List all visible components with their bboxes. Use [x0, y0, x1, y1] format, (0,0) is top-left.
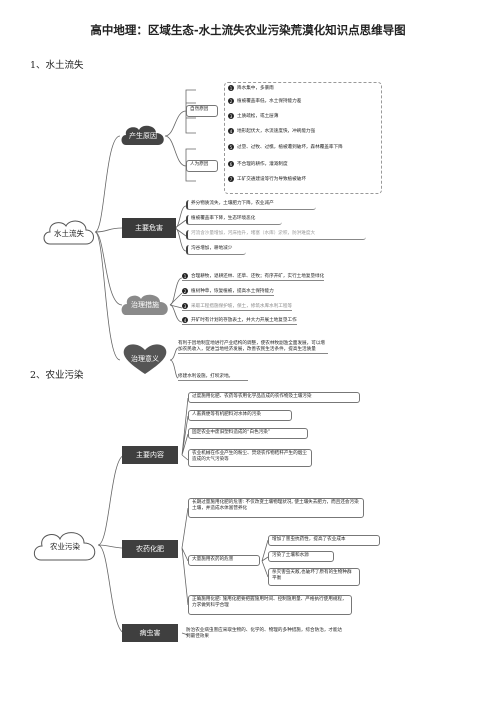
cloud-shape-icon	[43, 220, 94, 245]
section-heading-1: 1、水土流失	[30, 60, 84, 71]
number-circle-icon: 1	[228, 85, 234, 91]
number-circle-icon: 2	[182, 288, 188, 294]
soil-erosion-root-label: 水土流失	[54, 228, 84, 238]
number-circle-icon: 6	[228, 161, 234, 167]
content-node: 主要内容	[122, 446, 178, 464]
harm-label: 主要危害	[135, 224, 163, 232]
section-heading-2: 2、农业污染	[30, 370, 84, 381]
cloud-shape-icon	[33, 532, 96, 561]
harm-item-1: 养分物质流失，土壤肥力下降，农业减产	[186, 200, 316, 210]
measures-label: 治理措施	[131, 301, 159, 309]
cause-label: 产生原因	[129, 132, 157, 140]
harm-item-2: 植被覆盖率下降，生态环境恶化	[186, 215, 282, 225]
number-circle-icon: 3	[228, 113, 234, 119]
harm-node: 主要危害	[122, 218, 176, 238]
measures-node: 治理措施	[120, 292, 170, 318]
pesticide-sub-2: 污染了土壤和水源	[268, 551, 334, 562]
pesticide-node: 农药化肥	[122, 540, 178, 558]
cause-item-text: 植被覆盖率低，水土保持能力差	[237, 99, 302, 104]
cause-item-text: 工矿交通建设等行为导致植被破坏	[237, 177, 306, 182]
pesticide-sub-1: 增加了害虫抗药性，提高了农业成本	[268, 535, 380, 546]
measures-item-text: 开矿时有计划的存放表土，并大力开展土地复垦工作	[191, 318, 297, 323]
cloud-shape-icon	[121, 125, 164, 145]
number-circle-icon: 4	[228, 128, 234, 134]
cause-item-text: 地形起伏大，水流速度快，冲刷能力强	[237, 129, 316, 134]
pesticide-correct-box: 正确施用化肥: 施用化肥要把握施用时间、控制施用量、严格执行使用规程，力求做到科…	[188, 595, 352, 615]
measures-item-text: 植树种草，恢复植被，提高水土保持能力	[191, 289, 274, 294]
pesticide-label: 农药化肥	[136, 545, 164, 553]
heart-shape-icon	[123, 344, 167, 374]
agri-pollution-root: 农业污染	[32, 528, 98, 564]
meaning-label: 治理意义	[131, 355, 159, 363]
number-circle-icon: 1	[182, 273, 188, 279]
cause-item-text: 不合理的耕作，灌溉制度	[237, 162, 288, 167]
harm-item-3: 河流含沙量增加，河床抬升，堵塞（水库）淤积，防洪难度大	[186, 230, 366, 240]
meaning-node: 治理意义	[120, 342, 170, 376]
human-reason-label: 人为原因	[186, 160, 218, 172]
pest-text: 防治农业病虫害应采取生物的、化学的、物理的多种措施，综合防治，才能达到最佳效果	[186, 628, 343, 639]
meaning-extra: 修建水利设施，打坝淤地。	[178, 374, 248, 381]
meaning-text: 有利于因地制宜地进行产业结构的调整，使农林牧副渔全面发展，可以增加农民收入，促进…	[178, 341, 328, 354]
content-item-1: 过度施用化肥、农药等农用化学品造成的农作物及土壤污染	[188, 392, 360, 403]
page-title: 高中地理：区域生态-水土流失农业污染荒漠化知识点思维导图	[90, 23, 406, 37]
natural-reason-label: 自然原因	[186, 105, 218, 117]
cause-node: 产生原因	[120, 123, 166, 149]
cause-item-text: 过垦、过牧、过樵，植被遭到破坏，森林覆盖率下降	[237, 145, 343, 150]
pesticide-danger-box: 大量施用农药的危害	[188, 555, 260, 566]
content-label: 主要内容	[136, 451, 164, 459]
content-item-4: 农业机械在作业产生的粉尘、焚烧农作物秸秆产生的烟尘造成的大气污染等	[188, 449, 312, 467]
pesticide-harm-box: 长期过量施用化肥的危害: 不仅改变土壤物理状况, 使土壤失去肥力，而且还会污染土…	[188, 498, 364, 518]
measures-item-text: 采取工程措施保护坡，保土，修筑水库水利工程等	[191, 304, 293, 309]
number-circle-icon: 2	[228, 98, 234, 104]
content-item-3: 固定农业中废旧塑料造成的“白色污染”	[188, 428, 308, 439]
number-circle-icon: 3	[182, 303, 188, 309]
number-circle-icon: 7	[228, 176, 234, 182]
number-circle-icon: 5	[228, 144, 234, 150]
pest-label: 病虫害	[139, 629, 161, 637]
pest-node: 病虫害	[122, 624, 178, 642]
content-item-2: 人畜粪便等有机肥料对水体的污染	[188, 410, 292, 421]
cloud-shape-icon	[121, 294, 168, 315]
cause-item-text: 土质疏松，或土层薄	[237, 114, 279, 119]
number-circle-icon: 4	[182, 317, 188, 323]
soil-erosion-root: 水土流失	[42, 216, 96, 250]
cause-items-frame	[224, 82, 382, 194]
harm-item-4: 沟谷增加，耕地减少	[186, 245, 246, 255]
agri-pollution-root-label: 农业污染	[50, 541, 80, 551]
pesticide-sub-3: 杀灭害虫天敌,也破坏了原有的生物种群平衡	[268, 568, 360, 586]
cause-item-text: 降水集中，多暴雨	[237, 86, 274, 91]
measures-item-text: 合理耕牧，退耕还林、还草、还牧；有序开矿，实行土地复垦绿化	[191, 274, 325, 279]
